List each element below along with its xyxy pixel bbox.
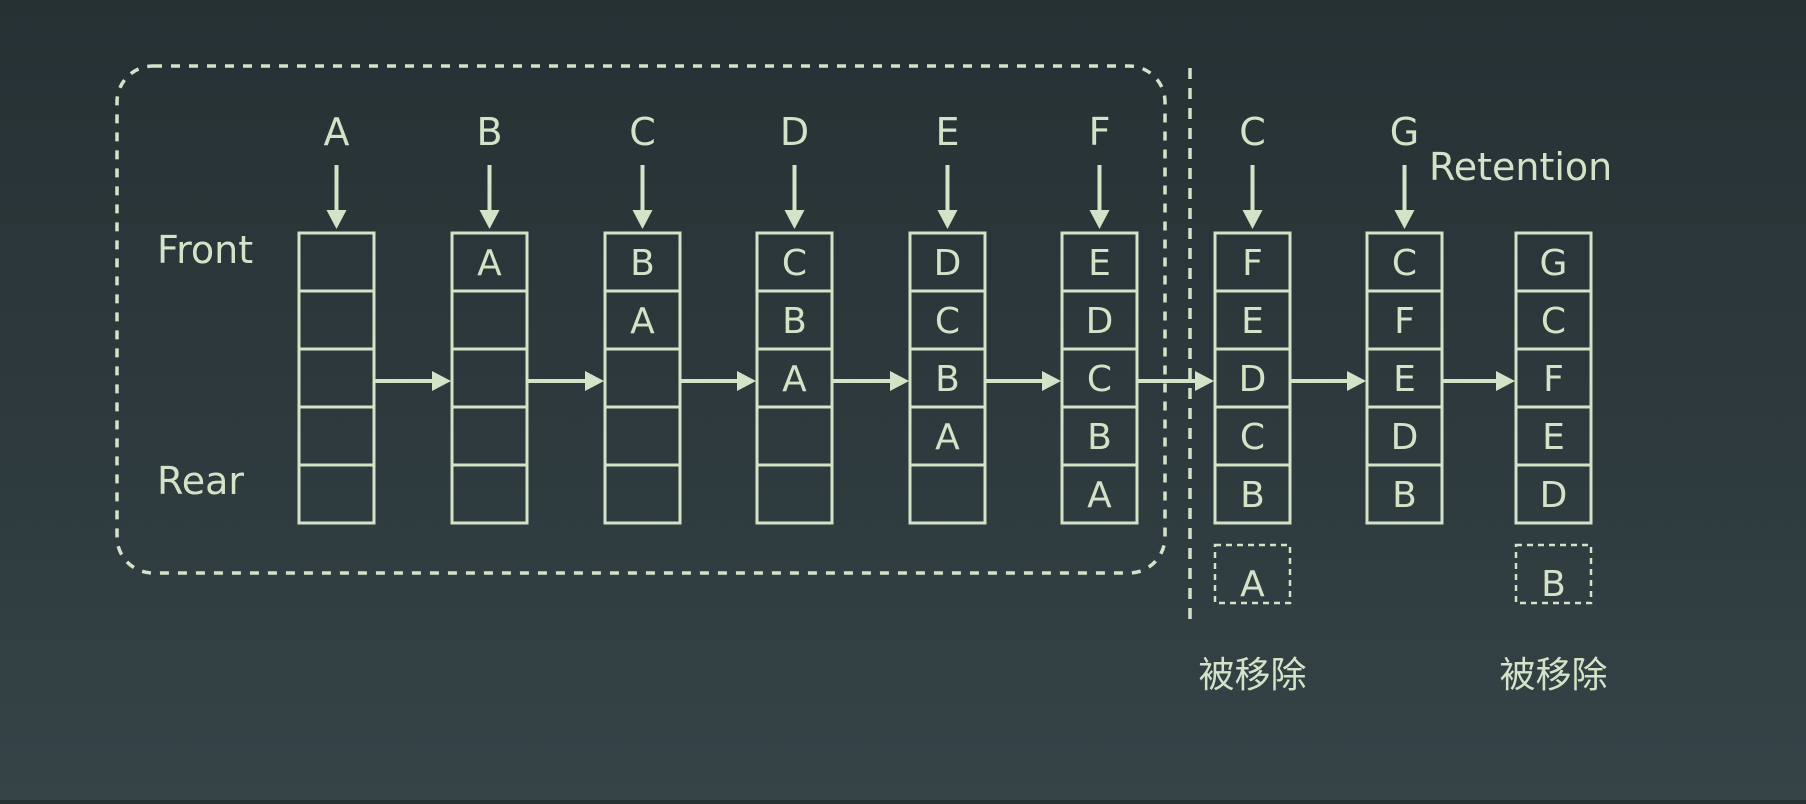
input-label: C (1239, 110, 1266, 154)
stack-cell (297, 347, 376, 409)
front-label: Front (157, 228, 253, 272)
stack-cell-label: F (1394, 301, 1415, 342)
stack-cell (755, 463, 834, 525)
input-label: G (1390, 110, 1419, 154)
stack-cell (755, 405, 834, 467)
stack-cell (1514, 463, 1593, 525)
input-arrow-head (1089, 210, 1110, 229)
step-column-2: BA (450, 110, 604, 525)
stack-cell-label: E (1542, 417, 1565, 458)
stack-cell (450, 405, 529, 467)
stack-cell (450, 289, 529, 351)
stack-cell-label: F (1543, 359, 1564, 400)
input-arrow-head (784, 210, 805, 229)
stack-cell-label: C (782, 243, 807, 284)
stack-cell-label: B (935, 359, 960, 400)
stack-cell-label: A (477, 243, 502, 284)
removed-item-label: A (1240, 564, 1265, 605)
input-label: F (1089, 110, 1111, 154)
stack-cell-label: B (1392, 475, 1417, 516)
initial-phase-boundary (115, 64, 1167, 575)
stack-cell-label: C (935, 301, 960, 342)
stack-cell (603, 405, 682, 467)
stack-cell (297, 231, 376, 293)
rear-label: Rear (157, 459, 244, 503)
transition-arrow-head (1042, 371, 1061, 391)
stack-cell-label: D (1086, 301, 1114, 342)
input-label: E (935, 110, 959, 154)
input-label: B (476, 110, 502, 154)
stack-cell (603, 463, 682, 525)
input-arrow-head (1242, 210, 1263, 229)
stack-cell-label: B (1087, 417, 1112, 458)
stack-cell (297, 289, 376, 351)
stack-cell-label: C (1541, 301, 1566, 342)
step-column-3: C BA (603, 110, 756, 525)
stack-cell-label: E (1088, 243, 1111, 284)
transition-arrow-head (737, 371, 756, 391)
step-column-4: D CBA (755, 110, 909, 525)
stack-cell-label: D (1391, 417, 1419, 458)
stack-cell-label: C (1087, 359, 1112, 400)
stack-cell (450, 347, 529, 409)
retention-label: Retention (1429, 145, 1612, 189)
transition-arrow-head (1195, 371, 1214, 391)
stack-cell (603, 347, 682, 409)
stack-cell (1060, 463, 1139, 525)
input-label: A (324, 110, 350, 154)
input-arrow-head (479, 210, 500, 229)
step-column-1: A (297, 110, 451, 525)
stack-cell-label: D (934, 243, 962, 284)
removed-box (1213, 543, 1292, 605)
stack-cell-label: A (782, 359, 807, 400)
stack-cell-label: B (782, 301, 807, 342)
transition-arrow-head (432, 371, 451, 391)
input-label: C (629, 110, 656, 154)
stack-cell-label: C (1240, 417, 1265, 458)
stack-cell-label: D (1540, 475, 1568, 516)
removed-caption: 被移除 (1198, 655, 1306, 696)
transition-arrow-head (890, 371, 909, 391)
input-label: D (780, 110, 809, 154)
stack-cell (908, 463, 987, 525)
transition-arrow-head (585, 371, 604, 391)
stack-cell-label: B (630, 243, 655, 284)
stack-cell-label: A (1087, 475, 1112, 516)
input-arrow-head (937, 210, 958, 229)
input-arrow-head (326, 210, 347, 229)
stack-cell-label: A (630, 301, 655, 342)
input-arrow-head (1394, 210, 1415, 229)
stack-cell (1213, 463, 1292, 525)
stack-cell-label: D (1239, 359, 1267, 400)
removed-item-label: B (1541, 564, 1566, 605)
stack-cell (297, 405, 376, 467)
stack-cell (1365, 463, 1444, 525)
removed-box (1514, 543, 1593, 605)
stack-cell-label: G (1540, 243, 1568, 284)
removed-caption: 被移除 (1499, 655, 1607, 696)
stack-cell-label: B (1240, 475, 1265, 516)
stack-cell-label: E (1393, 359, 1416, 400)
transition-arrow-head (1496, 371, 1515, 391)
stack-cell-label: F (1242, 243, 1263, 284)
transition-arrow-head (1347, 371, 1366, 391)
stack-cell (297, 463, 376, 525)
stack-cell-label: E (1241, 301, 1264, 342)
stack-cell-label: C (1392, 243, 1417, 284)
input-arrow-head (632, 210, 653, 229)
stack-cell-label: A (935, 417, 960, 458)
stack-cell (450, 463, 529, 525)
